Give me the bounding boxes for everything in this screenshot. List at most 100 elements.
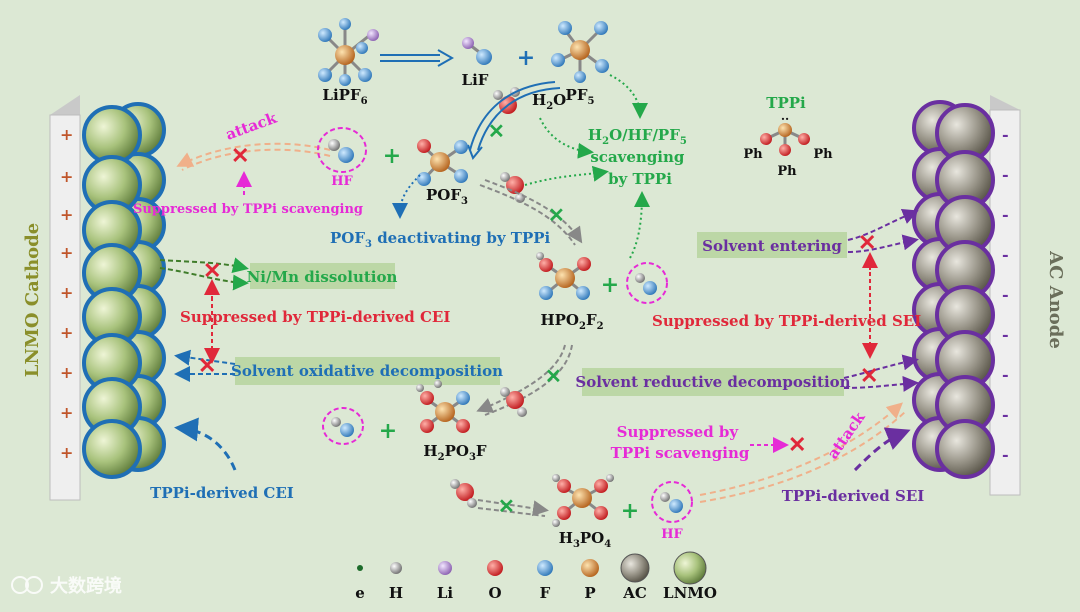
lnmo-particle [82, 419, 142, 479]
attack-label-left: attack [223, 109, 279, 144]
suppressed-scav-label-left: Suppressed by TPPi scavenging [133, 202, 363, 217]
sei-label: TPPi-derived SEI [782, 487, 925, 505]
blocked-x-nimn: ✕ [203, 258, 221, 284]
pf5-label: PF5 [566, 86, 595, 107]
legend-label-e: e [355, 584, 365, 602]
cei-label: TPPi-derived CEI [150, 484, 294, 502]
suppressed-sei-label: Suppressed by TPPi-derived SEI [652, 312, 921, 330]
ac-particle [935, 419, 995, 479]
solvent-enter-box [697, 232, 847, 258]
h3po4-label: H3PO4 [559, 529, 612, 550]
plus-sign: + [517, 45, 535, 71]
legend-swatch-e [357, 565, 363, 571]
lif-label: LiF [462, 71, 489, 89]
blocked-x-h3po4: ✕ [498, 494, 515, 518]
hpo2f2-molecule [536, 252, 591, 300]
svg-text:+: + [60, 125, 73, 144]
ac-particles [912, 100, 995, 479]
tppi-ph-bottom: Ph [777, 164, 797, 179]
svg-text:+: + [60, 443, 73, 462]
solvent-ox-box [235, 357, 500, 385]
hf-attack-arrow [176, 142, 331, 167]
nimn-box [250, 263, 395, 289]
svg-text:-: - [1002, 125, 1009, 144]
lif-molecule [462, 37, 492, 65]
svg-text:-: - [1002, 165, 1009, 184]
hf-circle-left-bottom [322, 407, 364, 445]
h2o-molecule-bottom [450, 479, 477, 508]
pf5-molecule [551, 21, 609, 83]
suppressed-cei-label: Suppressed by TPPi-derived CEI [180, 308, 450, 326]
watermark-text: 大数跨境 [50, 575, 122, 597]
plus-bottom: + [621, 498, 639, 524]
lnmo-particles [82, 102, 166, 479]
watermark: 大数跨境 [11, 575, 122, 597]
blocked-x-attack-right: ✕ [788, 432, 806, 458]
pof3-deactivating-label: POF3 deactivating by TPPi [330, 229, 551, 250]
tppi-ph-left: Ph [743, 147, 763, 162]
svg-text:-: - [1002, 365, 1009, 384]
cathode-current-collector [49, 95, 81, 501]
cathode-plus-signs: ++++ +++++ [60, 125, 73, 462]
svg-text:+: + [60, 363, 73, 382]
blocked-x-solvent-enter: ✕ [858, 230, 876, 256]
blocked-x-mid: ✕ [548, 203, 565, 227]
legend-label-p: P [584, 584, 595, 602]
tppi-ph-right: Ph [813, 147, 833, 162]
h2po3f-label: H2PO3F [423, 442, 486, 463]
svg-text:+: + [60, 243, 73, 262]
legend-swatch-p [581, 559, 599, 577]
hf-circle-mid [626, 262, 668, 304]
svg-text:-: - [1002, 205, 1009, 224]
blocked-x-attack-left: ✕ [231, 143, 249, 169]
legend-label-f: F [540, 584, 551, 602]
legend-swatch-f [537, 560, 553, 576]
svg-text:-: - [1002, 405, 1009, 424]
svg-text:-: - [1002, 445, 1009, 464]
pof3-molecule [417, 139, 468, 186]
lipf6-label: LiPF6 [322, 86, 367, 107]
solvent-ox-label: Solvent oxidative decomposition [231, 362, 503, 380]
legend-swatch-h [390, 562, 402, 574]
legend-swatch-lnmo [673, 551, 707, 585]
anode-minus-signs: ---- ----- [1002, 125, 1009, 464]
tppi-molecule: .. [760, 109, 810, 156]
legend-label-h: H [389, 584, 403, 602]
legend-label-lnmo: LNMO [663, 584, 717, 602]
pof3-label: POF3 [426, 186, 468, 207]
blocked-x-h2o: ✕ [488, 119, 505, 143]
legend-swatch-o [487, 560, 503, 576]
h2po3f-molecule [416, 380, 470, 433]
hf-circle-bottom [651, 481, 693, 523]
blocked-x-h2po3f: ✕ [545, 364, 562, 388]
scavenging-label: H2O/HF/PF5 scavenging by TPPi [588, 126, 692, 188]
anode-current-collector [989, 95, 1021, 496]
svg-text:..: .. [781, 109, 789, 123]
svg-text:-: - [1002, 245, 1009, 264]
legend-label-li: Li [437, 584, 454, 602]
lipf6-molecule [318, 18, 379, 86]
solvent-red-label: Solvent reductive decomposition [575, 373, 850, 391]
blocked-x-solvent-red: ✕ [860, 363, 878, 389]
legend-swatch-li [438, 561, 452, 575]
hf-label-left: HF [331, 174, 353, 189]
cathode-label: LNMO Cathode [22, 223, 43, 377]
svg-text:+: + [60, 167, 73, 186]
hpo2f2-label: HPO2F2 [540, 311, 603, 332]
plus-mid: + [601, 272, 619, 298]
blocked-x-solvent-ox: ✕ [198, 353, 216, 379]
hf-circle-left [317, 127, 367, 173]
h2o-molecule-h2po3f [500, 387, 527, 417]
tppi-title: TPPi [766, 94, 806, 112]
legend-swatch-ac [620, 553, 650, 583]
svg-text:+: + [60, 283, 73, 302]
plus-h2po3f: + [379, 418, 397, 444]
lnmo-particle [82, 105, 142, 165]
solvent-enter-label: Solvent entering [702, 237, 842, 255]
h3po4-molecule [552, 474, 614, 527]
plus-left: + [383, 143, 401, 169]
nimn-label: Ni/Mn dissolution [247, 268, 398, 286]
svg-text:+: + [60, 403, 73, 422]
hf-label-bottom: HF [661, 527, 683, 542]
